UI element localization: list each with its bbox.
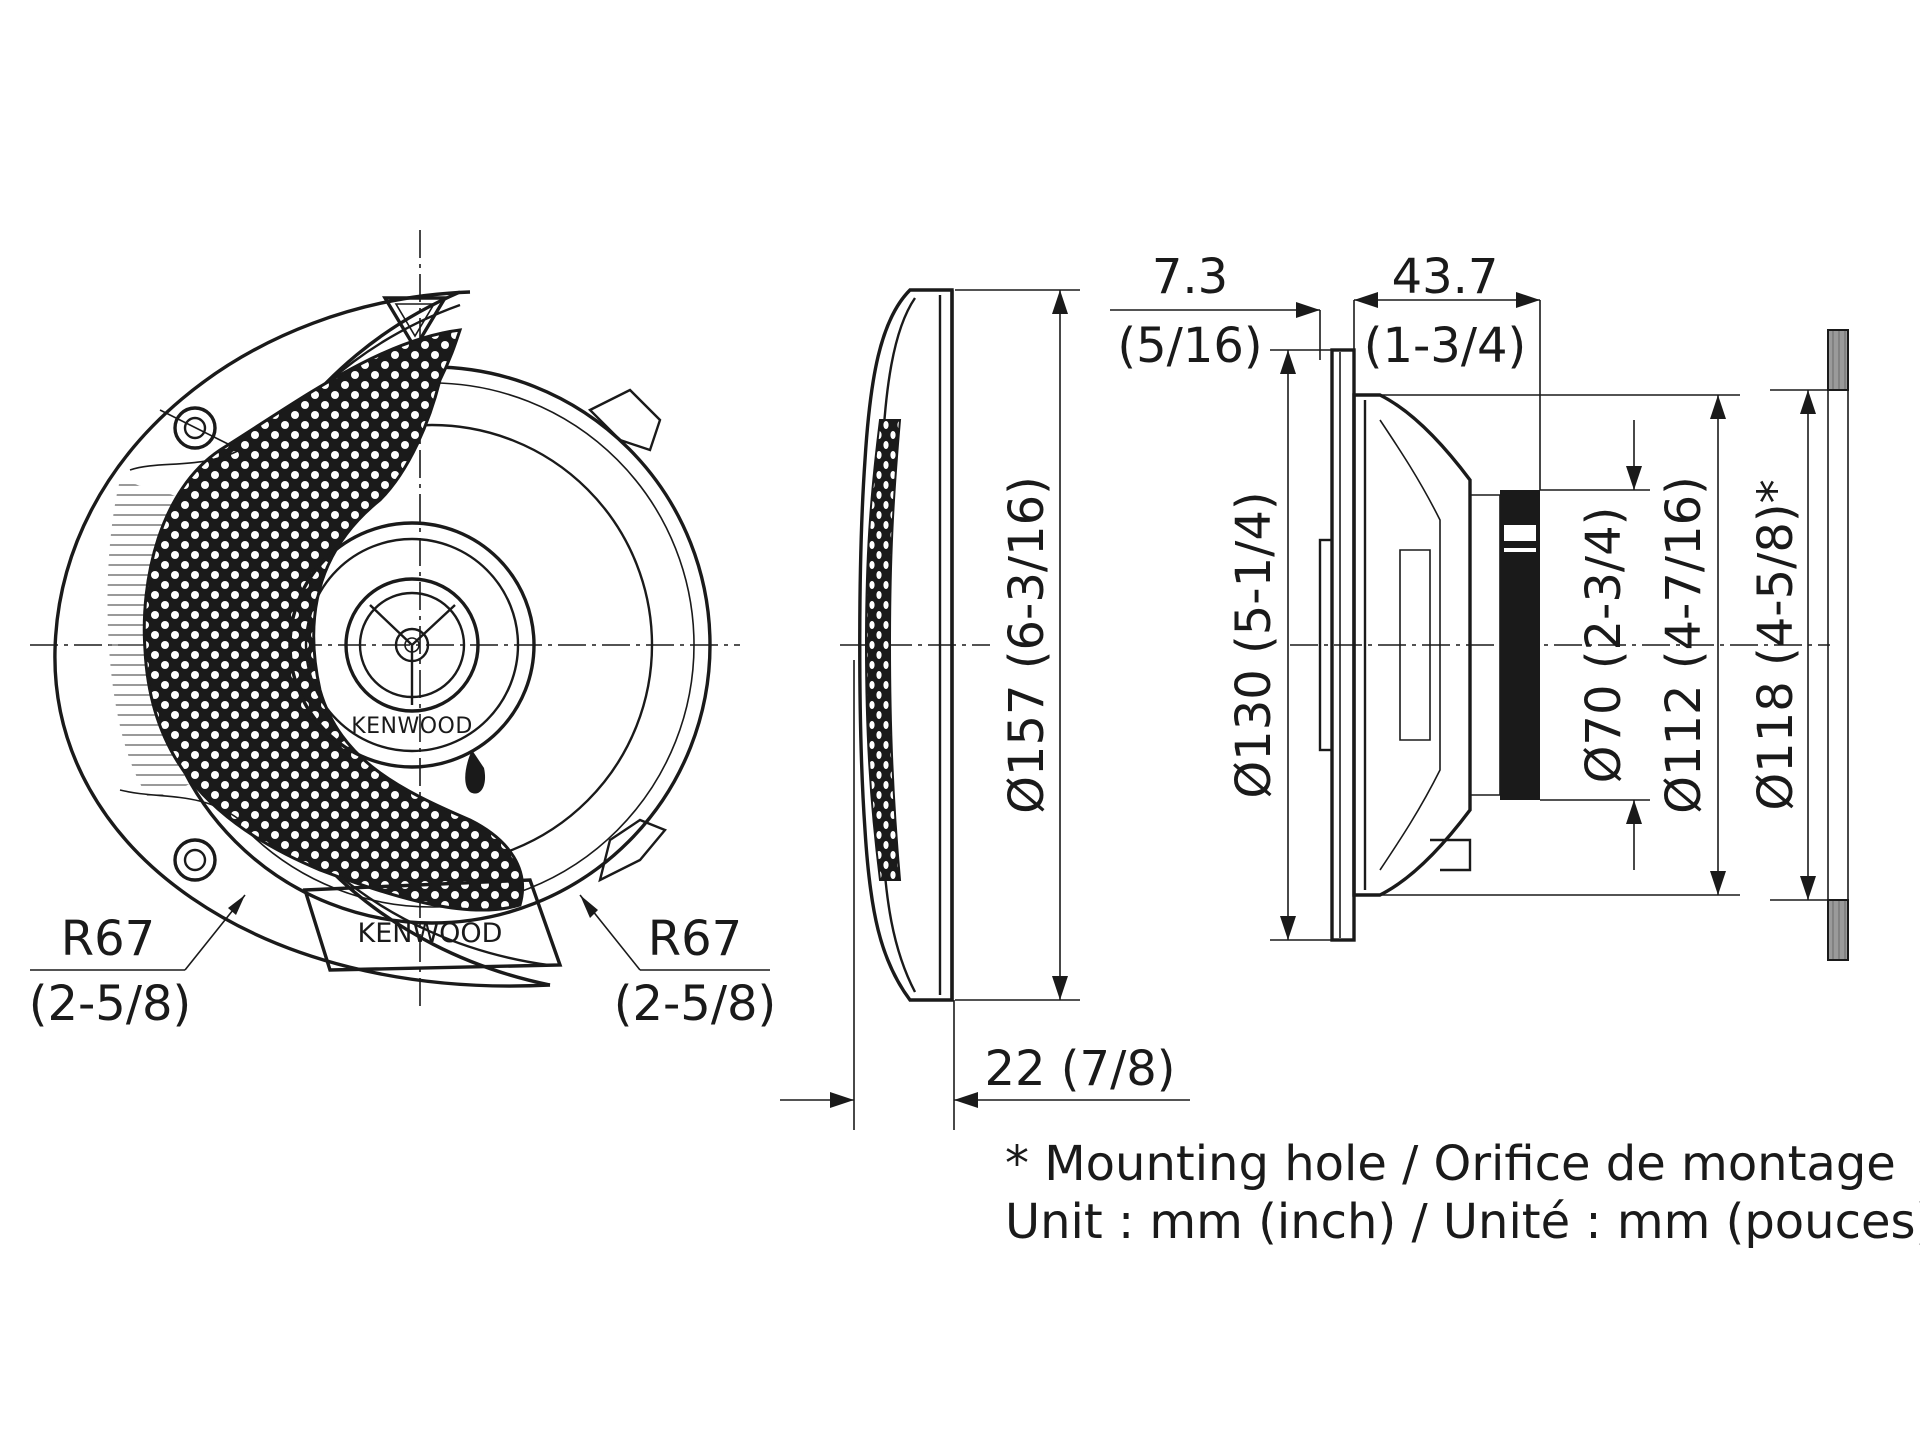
front-rib-top [129,449,241,471]
tweeter-tab [465,750,486,794]
front-rim-shape [53,290,551,988]
wall-bottom [1827,899,1849,961]
d70-label: Ø70 (2-3/4) [1576,507,1632,784]
radius-right-value: R67 [648,911,742,967]
rear-terminal [1430,838,1472,872]
d437-value: 43.7 [1392,249,1499,305]
screw-hole-bottom-left-icon [173,838,217,882]
tweeter-dome-ring [344,577,480,713]
front-view: KENWOOD KENWOOD R67 (2-5/8) [29,230,777,1032]
triangle-marker-inner [394,303,436,338]
screw-hole-top-left-icon [159,406,231,450]
depth-arrow-left-icon [830,1092,854,1108]
d112-arrow-top-icon [1710,395,1726,419]
d130-arrow-bottom-icon [1280,916,1296,940]
d73-value: 7.3 [1152,249,1228,305]
rear-basket [1352,393,1472,897]
side-view: Ø157 (6-3/16) 22 (7/8) [780,288,1190,1130]
radius-right-inch: (2-5/8) [614,976,777,1032]
wall-top [1827,329,1849,391]
d118-label: Ø118 (4-5/8)* [1748,479,1804,810]
d437-arrow-right-icon [1516,292,1540,308]
mounting-clip-top [587,388,662,452]
rear-flange-step [1318,538,1334,752]
d118-arrow-top-icon [1800,390,1816,414]
side-grille [864,419,902,881]
note-unit: Unit : mm (inch) / Unité : mm (pouces) [1005,1194,1920,1250]
depth-arrow-right-icon [954,1092,978,1108]
grille-logo-plate [302,878,563,972]
d157-arrow-top-icon [1052,290,1068,314]
rear-magnet [1500,490,1540,800]
rear-basket-window [1399,549,1431,741]
d437-inch: (1-3/4) [1364,318,1527,374]
d70-arrow-top-icon [1626,466,1642,490]
d130-arrow-top-icon [1280,350,1296,374]
tweeter-brand-label: KENWOOD [351,714,473,739]
d73-arrow-icon [1296,302,1320,318]
d118-arrow-bottom-icon [1800,876,1816,900]
d73-inch: (5/16) [1117,318,1262,374]
d157-arrow-bottom-icon [1052,976,1068,1000]
mounting-clip-bottom [598,818,667,883]
triangle-marker-icon [381,296,449,352]
grille-brand-label: KENWOOD [358,918,503,949]
radius-left-inch: (2-5/8) [29,976,192,1032]
tweeter-center-cap [394,627,430,663]
d70-arrow-bottom-icon [1626,800,1642,824]
front-grille [142,328,525,912]
rear-magnet-band-thin [1504,548,1536,552]
front-rib-bottom [119,789,241,821]
d112-label: Ø112 (4-7/16) [1656,476,1712,814]
rear-view: 7.3 (5/16) 43.7 (1-3/4) Ø130 (5-1/4) Ø70… [1110,249,1849,961]
tweeter-spokes [369,604,456,705]
d130-label: Ø130 (5-1/4) [1226,491,1282,798]
d437-arrow-left-icon [1354,292,1378,308]
radius-left-value: R67 [61,911,155,967]
note-mounting-hole: * Mounting hole / Orifice de montage [1005,1136,1896,1192]
radius-right-arrow-icon [580,895,598,918]
rear-magnet-band [1504,525,1536,541]
depth-label: 22 (7/8) [984,1041,1175,1097]
tweeter-inner-ring [304,537,520,753]
tweeter-outer-ring [288,521,536,769]
side-profile-outline [858,288,954,1002]
d157-label: Ø157 (6-3/16) [999,476,1055,814]
radius-left-arrow-icon [228,895,245,915]
tweeter-center-dot [404,637,420,653]
rear-basket-rib [1379,419,1441,871]
d112-arrow-bottom-icon [1710,871,1726,895]
